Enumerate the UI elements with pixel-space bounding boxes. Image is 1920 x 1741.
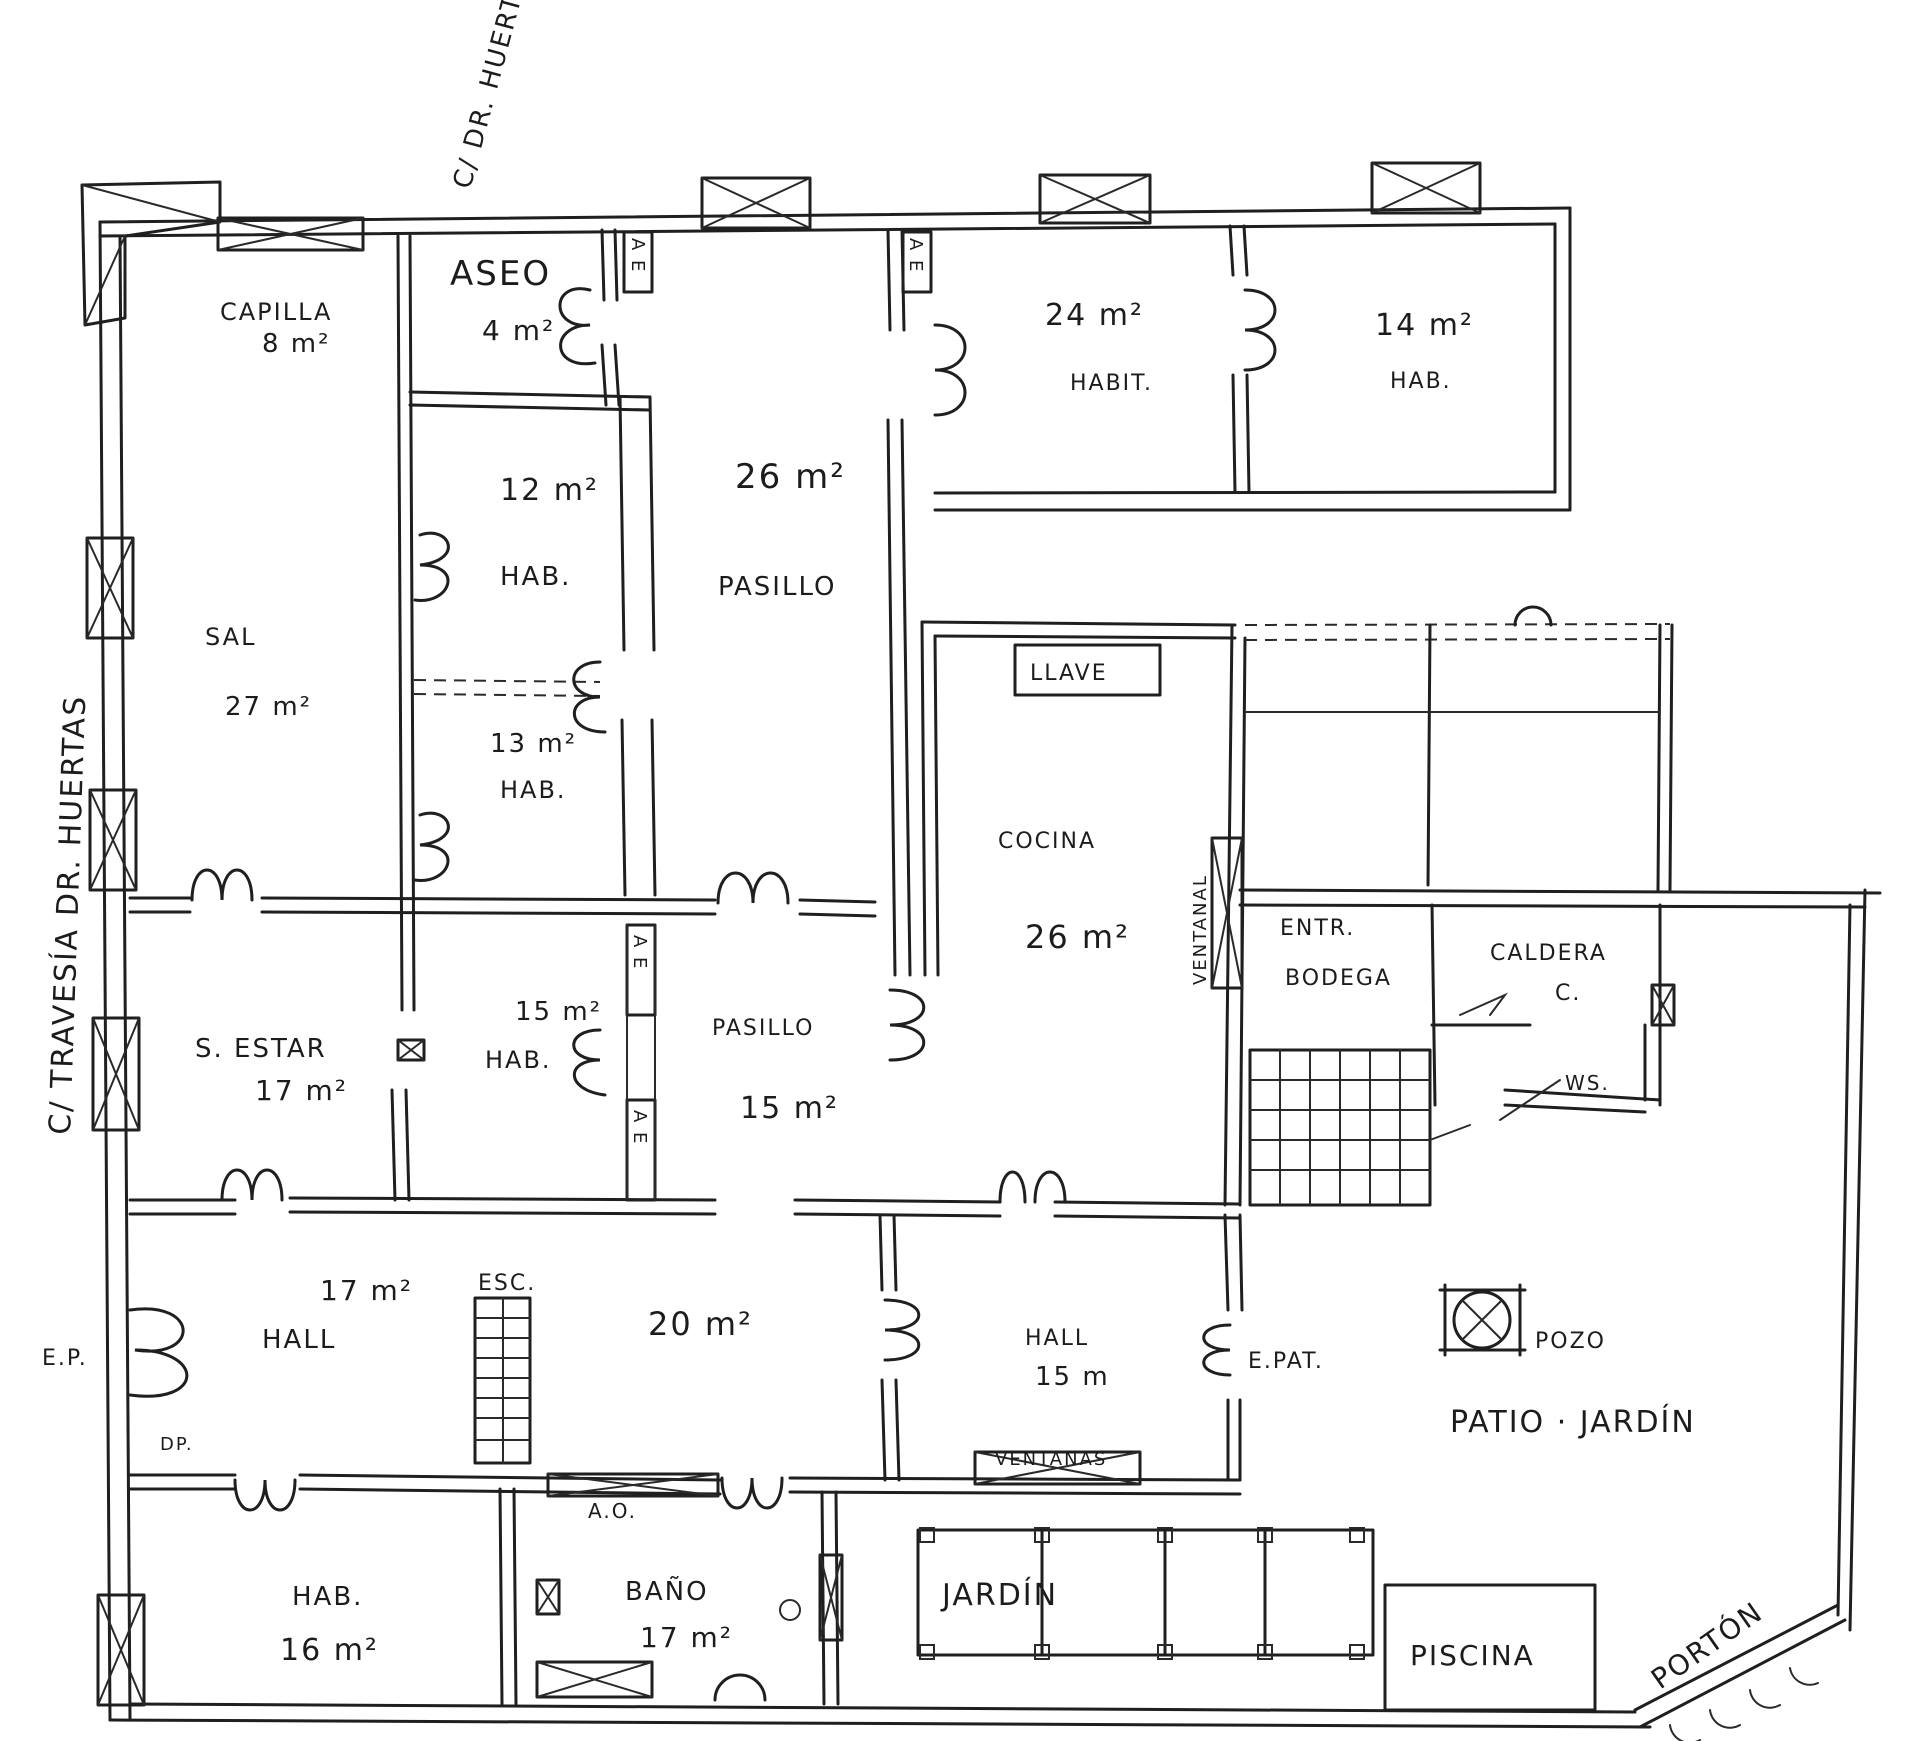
windows	[80, 161, 1676, 1707]
window-left-2	[88, 788, 138, 892]
hab13-area: 13 m²	[490, 729, 577, 759]
ao-label: A.O.	[588, 1499, 637, 1523]
sal-area: 27 m²	[225, 692, 312, 722]
ws-pointer	[1499, 1079, 1561, 1121]
ws-line	[1429, 1124, 1471, 1141]
hab14-name: HAB.	[1390, 369, 1452, 394]
hab12-name: HAB.	[500, 562, 571, 592]
bath-fixture-box	[535, 1578, 561, 1616]
hall20-area: 20 m²	[648, 1305, 753, 1343]
ep-label: E.P.	[42, 1346, 88, 1371]
piscina-outline	[1383, 1583, 1597, 1712]
aseo-area: 4 m²	[482, 314, 555, 347]
caldera-sub: C.	[1555, 981, 1581, 1006]
window-top-1	[216, 216, 365, 252]
hab13-name: HAB.	[500, 776, 567, 804]
window-left-3	[91, 1016, 141, 1132]
porton-label: PORTÓN	[1645, 1594, 1770, 1696]
window-bath-top	[546, 1472, 720, 1498]
ae-label-3: A E	[629, 935, 650, 970]
cocina-name: COCINA	[998, 829, 1096, 854]
closets	[622, 230, 933, 1202]
epat-label: E.PAT.	[1248, 1349, 1324, 1374]
ae-label-4: A E	[629, 1110, 650, 1145]
window-left-1	[85, 536, 135, 640]
bano-area: 17 m²	[640, 1621, 733, 1654]
ae-label-2: A E	[905, 238, 926, 273]
ae-label-1: A E	[627, 238, 648, 273]
habit24-area: 24 m²	[1045, 298, 1144, 333]
caldera-pointer	[1459, 992, 1509, 1016]
pasillo26-name: PASILLO	[718, 572, 836, 602]
room-labels: C/ DR. HUERTAS C/ TRAVESÍA DR. HUERTAS C…	[42, 0, 1610, 1668]
pasillo26-area: 26 m²	[735, 457, 846, 497]
hab12-area: 12 m²	[500, 473, 599, 508]
pasillo15-area: 15 m²	[740, 1091, 839, 1126]
bano-name: BAÑO	[625, 1575, 709, 1607]
interior-walls	[128, 224, 1674, 1706]
jardin-label: JARDÍN	[940, 1577, 1058, 1613]
street-left: C/ TRAVESÍA DR. HUERTAS	[42, 694, 93, 1135]
pasillo15-name: PASILLO	[712, 1016, 814, 1041]
ventanal-label: VENTANAL	[1190, 874, 1211, 985]
caldera-name: CALDERA	[1490, 941, 1607, 966]
llave-name: LLAVE	[1030, 661, 1108, 686]
window-left-4	[96, 1593, 146, 1707]
hab15-area: 15 m²	[515, 997, 602, 1027]
aseo-name: ASEO	[450, 254, 551, 294]
column-box	[396, 1038, 426, 1062]
capilla-name: CAPILLA	[220, 298, 332, 326]
window-ventanas	[973, 1450, 1142, 1486]
window-corner	[80, 180, 222, 327]
exterior-walls	[98, 206, 1882, 1729]
capilla-area: 8 m²	[262, 329, 331, 359]
hab14-area: 14 m²	[1375, 308, 1474, 343]
hab16-area: 16 m²	[280, 1633, 379, 1668]
hall15-name: HALL	[1025, 1326, 1089, 1351]
llave-box	[1013, 643, 1162, 697]
window-top-3	[1038, 173, 1152, 225]
window-bath-bottom	[535, 1660, 654, 1699]
window-caldera	[1650, 983, 1676, 1027]
patio-label: PATIO · JARDÍN	[1450, 1404, 1696, 1440]
bodega-name: BODEGA	[1285, 966, 1392, 991]
sestar-area: 17 m²	[255, 1074, 348, 1107]
pozo-label: POZO	[1535, 1329, 1606, 1354]
piscina-label: PISCINA	[1410, 1639, 1535, 1672]
sestar-name: S. ESTAR	[195, 1034, 327, 1064]
bodega-grid	[1248, 1048, 1432, 1207]
window-top-4	[1370, 161, 1482, 215]
ventanas-label: VENTANAS	[995, 1449, 1107, 1470]
entr-name: ENTR.	[1280, 916, 1355, 941]
cocina-area: 26 m²	[1025, 918, 1130, 956]
hab16-name: HAB.	[292, 1582, 363, 1612]
ws-name: WS.	[1565, 1071, 1610, 1095]
street-top: C/ DR. HUERTAS	[448, 0, 538, 192]
garden-beds	[916, 1527, 1375, 1660]
window-ventanal	[1210, 836, 1244, 990]
dp-label: DP.	[160, 1434, 194, 1455]
hall17-area: 17 m²	[320, 1274, 413, 1307]
doors	[128, 287, 1553, 1702]
esc-label: ESC.	[478, 1271, 536, 1296]
hall15-area: 15 m	[1035, 1362, 1110, 1392]
pozo-symbol	[1443, 1283, 1522, 1357]
hab15-name: HAB.	[485, 1046, 552, 1074]
habit24-name: HABIT.	[1070, 371, 1153, 396]
hall17-name: HALL	[262, 1325, 336, 1355]
window-bath-side	[818, 1553, 844, 1642]
stairs	[473, 1296, 532, 1465]
sal-name: SAL	[205, 623, 256, 651]
window-top-2	[700, 176, 812, 230]
